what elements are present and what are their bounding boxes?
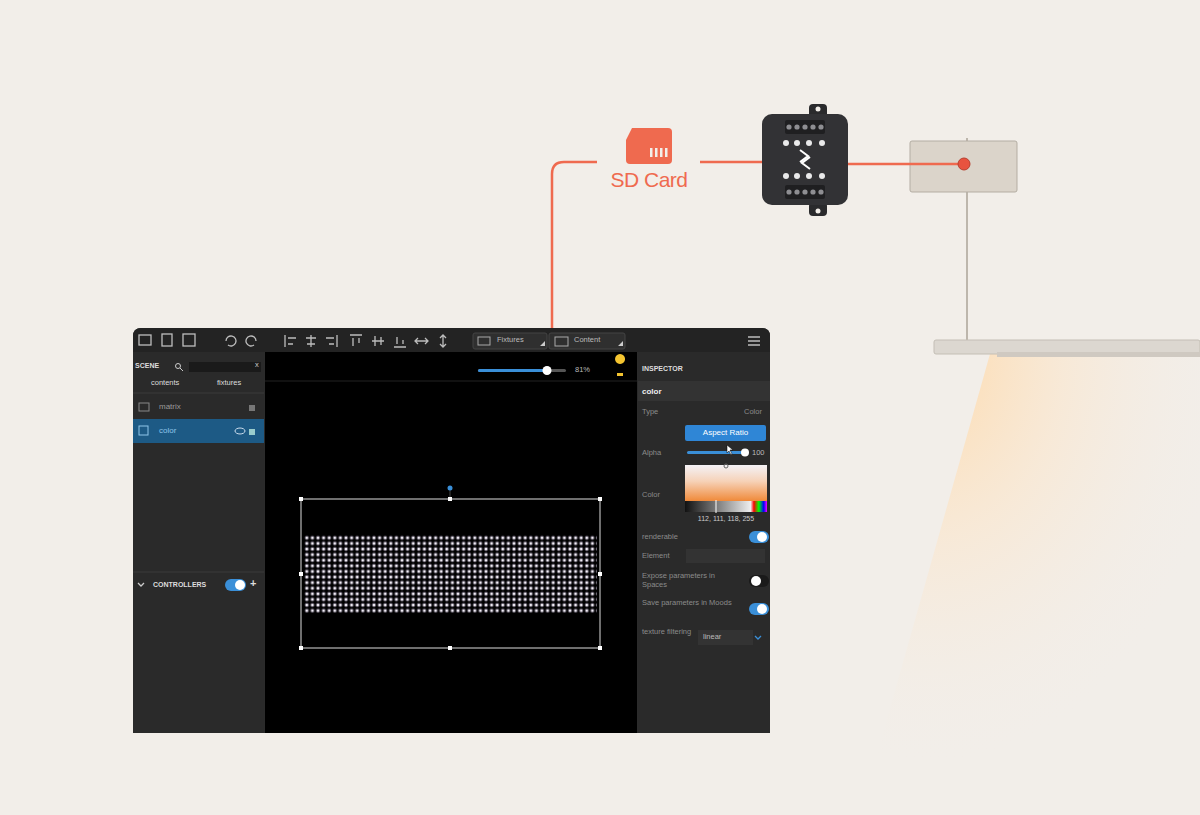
terminal-screw: [810, 124, 815, 129]
ui-label: texture filtering: [642, 628, 692, 637]
ui-label: Type: [642, 408, 658, 417]
ui-label: matrix: [159, 402, 181, 411]
ui-label: Element: [642, 552, 670, 561]
terminal-screw: [786, 124, 791, 129]
ui-label: Content: [574, 336, 600, 345]
ui-label: fixtures: [217, 379, 241, 388]
ui-label: Fixtures: [497, 336, 524, 345]
terminal-screw: [818, 124, 823, 129]
ui-label: +: [250, 577, 256, 590]
terminal-screw: [802, 189, 807, 194]
ui-label: 112, 111, 118, 255: [685, 515, 767, 523]
ui-label: INSPECTOR: [642, 365, 683, 373]
ui-label: Save parameters in Moods: [642, 599, 740, 608]
ui-label: Color: [744, 408, 762, 417]
terminal-screw: [794, 124, 799, 129]
terminal-screw: [818, 189, 823, 194]
ui-label: SCENE: [135, 362, 159, 370]
ui-label: Aspect Ratio: [685, 428, 766, 437]
ui-label: Expose parameters in Spaces: [642, 572, 740, 589]
ui-label: Color: [642, 491, 660, 500]
ui-label: color: [159, 426, 176, 435]
ui-label: Alpha: [642, 449, 661, 458]
ui-label: color: [642, 387, 662, 396]
terminal-screw: [786, 189, 791, 194]
ui-label: linear: [703, 633, 721, 642]
terminal-screw: [794, 189, 799, 194]
ui-label: x: [255, 361, 259, 370]
terminal-screw: [810, 189, 815, 194]
node-label: SD Card: [610, 168, 687, 192]
ui-label: 81%: [575, 366, 590, 375]
ui-label: renderable: [642, 533, 678, 542]
ui-label: contents: [151, 379, 179, 388]
ui-label: CONTROLLERS: [153, 581, 206, 589]
sd-card-icon: [624, 126, 674, 164]
sd-card-node: SD Card: [610, 124, 687, 192]
ui-label: 100: [752, 449, 765, 458]
terminal-screw: [802, 124, 807, 129]
